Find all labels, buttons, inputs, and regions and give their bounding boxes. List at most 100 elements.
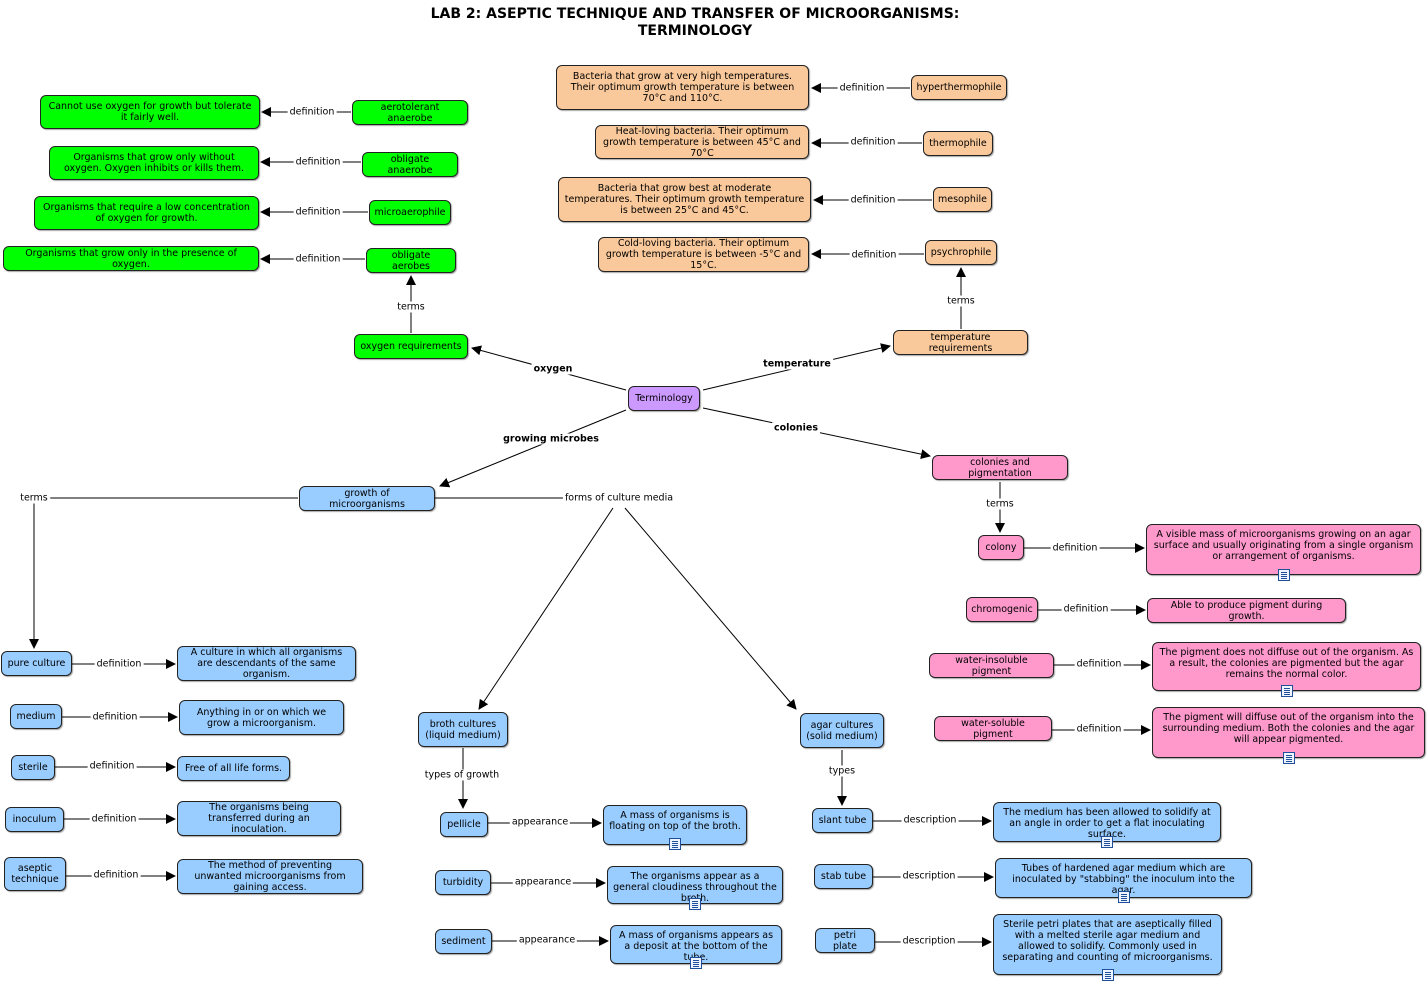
node-terminology[interactable]: Terminology — [628, 386, 700, 411]
link-label-definition: definition — [848, 136, 898, 148]
link-label-definition: definition — [1074, 658, 1124, 670]
node-petri-plate-description[interactable]: Sterile petri plates that are asepticall… — [993, 914, 1222, 975]
node-medium-definition[interactable]: Anything in or on which we grow a microo… — [179, 700, 344, 735]
node-inoculum-definition[interactable]: The organisms being transferred during a… — [177, 801, 341, 836]
edge-terminology-growth — [439, 409, 627, 488]
node-turbidity[interactable]: turbidity — [435, 870, 491, 895]
node-sterile-definition[interactable]: Free of all life forms. — [177, 756, 290, 781]
document-icon[interactable] — [1102, 969, 1114, 981]
node-thermophile[interactable]: thermophile — [923, 131, 993, 156]
node-obligate-aerobes[interactable]: obligate aerobes — [366, 248, 456, 273]
node-broth-cultures[interactable]: broth cultures (liquid medium) — [418, 712, 508, 747]
document-icon[interactable] — [1118, 891, 1130, 903]
link-label-appearance: appearance — [512, 876, 574, 888]
link-label-definition: definition — [1074, 723, 1124, 735]
document-icon[interactable] — [690, 957, 702, 969]
edge-growth-terms — [29, 497, 298, 649]
node-hyperthermophile-definition[interactable]: Bacteria that grow at very high temperat… — [556, 65, 809, 110]
node-psychrophile[interactable]: psychrophile — [925, 240, 997, 265]
link-label-description: description — [900, 870, 958, 882]
node-oxygen-requirements[interactable]: oxygen requirements — [354, 334, 468, 359]
node-pure-culture-definition[interactable]: A culture in which all organisms are des… — [177, 646, 356, 681]
document-icon[interactable] — [669, 838, 681, 850]
node-agar-cultures[interactable]: agar cultures (solid medium) — [800, 713, 884, 748]
node-aerotolerant-definition[interactable]: Cannot use oxygen for growth but tolerat… — [40, 95, 260, 129]
node-thermophile-definition[interactable]: Heat-loving bacteria. Their optimum grow… — [595, 125, 809, 159]
link-label-colonies: colonies — [771, 422, 821, 434]
document-icon[interactable] — [1281, 685, 1293, 697]
node-petri-plate[interactable]: petri plate — [815, 928, 875, 953]
node-colony-description[interactable]: A visible mass of microorganisms growing… — [1146, 524, 1421, 575]
link-label-definition: definition — [293, 253, 343, 265]
link-label-temperature: temperature — [761, 358, 833, 370]
link-label-terms-temperature: terms — [945, 295, 977, 307]
link-label-terms-colonies: terms — [984, 498, 1016, 510]
document-icon[interactable] — [689, 898, 701, 910]
document-icon[interactable] — [1278, 569, 1290, 581]
edge-forms-broth — [478, 507, 614, 710]
link-label-definition: definition — [87, 760, 137, 772]
node-psychrophile-definition[interactable]: Cold-loving bacteria. Their optimum grow… — [598, 237, 809, 272]
node-water-insoluble-pigment[interactable]: water-insoluble pigment — [929, 653, 1054, 678]
node-inoculum[interactable]: inoculum — [5, 807, 64, 832]
link-label-definition: definition — [1061, 603, 1111, 615]
link-label-description: description — [900, 935, 958, 947]
link-label-definition: definition — [848, 194, 898, 206]
link-label-definition: definition — [90, 711, 140, 723]
node-pellicle[interactable]: pellicle — [440, 812, 488, 837]
link-label-appearance: appearance — [509, 816, 571, 828]
node-sediment[interactable]: sediment — [435, 929, 492, 954]
node-water-insoluble-pigment-description[interactable]: The pigment does not diffuse out of the … — [1152, 642, 1421, 691]
node-aseptic-technique[interactable]: aseptic technique — [4, 857, 66, 891]
edge-forms-agar — [624, 507, 797, 710]
link-label-types-of-growth: types of growth — [422, 769, 502, 781]
node-obligate-aerobes-definition[interactable]: Organisms that grow only in the presence… — [3, 246, 259, 271]
node-water-soluble-pigment-description[interactable]: The pigment will diffuse out of the orga… — [1152, 707, 1425, 758]
link-label-definition: definition — [1050, 542, 1100, 554]
node-sterile[interactable]: sterile — [11, 755, 55, 780]
link-label-forms-of-culture-media: forms of culture media — [562, 492, 676, 504]
water-soluble-pigment-description-text: The pigment will diffuse out of the orga… — [1162, 712, 1415, 745]
node-chromogenic[interactable]: chromogenic — [966, 597, 1038, 622]
link-label-terms-oxygen: terms — [395, 301, 427, 313]
node-stab-tube[interactable]: stab tube — [814, 864, 873, 889]
node-colony[interactable]: colony — [978, 535, 1024, 560]
link-label-definition: definition — [293, 156, 343, 168]
link-label-description: description — [901, 814, 959, 826]
node-aerotolerant-anaerobe[interactable]: aerotolerant anaerobe — [352, 100, 468, 125]
link-label-oxygen: oxygen — [531, 363, 575, 375]
slant-tube-description-text: The medium has been allowed to solidify … — [1003, 807, 1211, 840]
node-chromogenic-definition[interactable]: Able to produce pigment during growth. — [1147, 598, 1346, 623]
colony-description-text: A visible mass of microorganisms growing… — [1153, 529, 1414, 562]
node-slant-tube[interactable]: slant tube — [812, 808, 873, 833]
node-mesophile[interactable]: mesophile — [933, 187, 992, 212]
link-label-appearance: appearance — [516, 934, 578, 946]
node-obligate-anaerobe[interactable]: obligate anaerobe — [362, 152, 458, 177]
document-icon[interactable] — [1283, 752, 1295, 764]
link-label-growing-microbes: growing microbes — [501, 433, 601, 445]
node-obligate-anaerobe-definition[interactable]: Organisms that grow only without oxygen.… — [49, 146, 259, 180]
node-hyperthermophile[interactable]: hyperthermophile — [911, 75, 1007, 100]
node-colonies-and-pigmentation[interactable]: colonies and pigmentation — [932, 455, 1068, 480]
link-label-definition: definition — [94, 658, 144, 670]
node-water-soluble-pigment[interactable]: water-soluble pigment — [934, 716, 1052, 741]
node-growth-of-microorganisms[interactable]: growth of microorganisms — [299, 486, 435, 511]
link-label-definition: definition — [293, 206, 343, 218]
water-insoluble-pigment-description-text: The pigment does not diffuse out of the … — [1159, 647, 1414, 680]
node-mesophile-definition[interactable]: Bacteria that grow best at moderate temp… — [558, 177, 811, 222]
node-temperature-requirements[interactable]: temperature requirements — [893, 330, 1028, 355]
link-label-definition: definition — [89, 813, 139, 825]
page-title: LAB 2: ASEPTIC TECHNIQUE AND TRANSFER OF… — [430, 6, 960, 39]
node-medium[interactable]: medium — [10, 704, 62, 729]
link-label-definition: definition — [91, 869, 141, 881]
document-icon[interactable] — [1101, 836, 1113, 848]
node-microaerophile-definition[interactable]: Organisms that require a low concentrati… — [34, 196, 259, 230]
node-aseptic-technique-definition[interactable]: The method of preventing unwanted microo… — [177, 859, 363, 894]
node-slant-tube-description[interactable]: The medium has been allowed to solidify … — [993, 802, 1221, 842]
link-label-definition: definition — [849, 249, 899, 261]
link-label-definition: definition — [837, 82, 887, 94]
node-microaerophile[interactable]: microaerophile — [369, 200, 451, 225]
link-label-terms-growth: terms — [18, 492, 50, 504]
petri-plate-description-text: Sterile petri plates that are asepticall… — [1002, 919, 1213, 963]
node-pure-culture[interactable]: pure culture — [1, 651, 72, 676]
